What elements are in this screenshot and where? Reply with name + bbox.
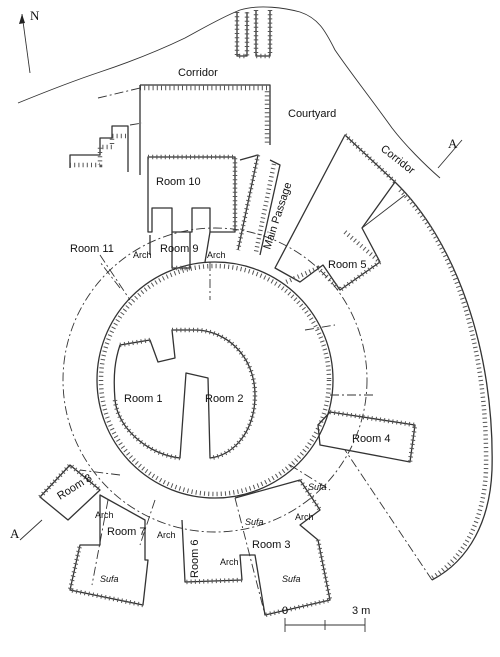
north-passage-wall-right xyxy=(255,10,271,57)
hatch xyxy=(398,188,489,580)
scale-end-label: 3 m xyxy=(352,605,370,617)
main-passage-wall-right xyxy=(259,159,281,256)
section-line-left xyxy=(19,519,43,541)
corridor-wall-top xyxy=(140,84,271,145)
label-room3: Room 3 xyxy=(252,539,291,551)
label-room1: Room 1 xyxy=(124,393,163,405)
label-arch-southeast: Arch xyxy=(295,512,314,522)
outer-corridor-wall xyxy=(394,181,493,581)
dash xyxy=(91,499,109,586)
room8-walls xyxy=(39,464,101,521)
north-arrow: N xyxy=(19,8,40,74)
stepped-wall xyxy=(69,125,129,172)
main-hall-outer-wall xyxy=(96,261,334,499)
main-passage-wall-left xyxy=(237,154,259,251)
label-arch-room9-left: Arch xyxy=(133,250,152,260)
label-room6: Room 6 xyxy=(189,539,201,578)
dash xyxy=(344,449,433,581)
label-sufa-south: Sufa xyxy=(245,517,264,527)
hatch xyxy=(253,10,273,59)
label-room9: Room 9 xyxy=(160,243,199,255)
hatch xyxy=(67,544,144,608)
hatch xyxy=(264,478,333,618)
dash xyxy=(234,497,266,616)
terrain-outline xyxy=(17,6,441,179)
hatch xyxy=(112,399,181,461)
label-courtyard: Courtyard xyxy=(288,108,336,120)
room10-walls xyxy=(147,156,236,233)
north-label: N xyxy=(30,8,40,23)
dash xyxy=(99,254,131,301)
north-arrow-line xyxy=(21,13,31,74)
room4-walls xyxy=(317,411,416,463)
hatch xyxy=(234,12,250,59)
label-sufa-east: Sufa xyxy=(308,482,327,492)
scale-bar: 0 3 m xyxy=(282,605,370,632)
label-corridor-top: Corridor xyxy=(178,67,218,79)
radial-ticks xyxy=(79,261,375,546)
label-room4: Room 4 xyxy=(352,433,391,445)
north-arrow-head xyxy=(19,14,25,24)
dash xyxy=(129,122,143,126)
label-room5: Room 5 xyxy=(328,259,367,271)
label-arch-room9-right: Arch xyxy=(207,250,226,260)
hatch xyxy=(98,263,332,497)
scale-start-label: 0 xyxy=(282,605,288,617)
label-room2: Room 2 xyxy=(205,393,244,405)
label-room10: Room 10 xyxy=(156,176,201,188)
hatch xyxy=(140,85,270,145)
outer-ring-dashed xyxy=(62,227,368,533)
hatch xyxy=(70,133,128,168)
dash xyxy=(97,87,141,99)
label-room7: Room 7 xyxy=(107,526,146,538)
section-line-right xyxy=(437,139,463,169)
label-arch-room7: Arch xyxy=(95,510,114,520)
label-room11: Room 11 xyxy=(70,243,114,255)
thin xyxy=(361,194,406,229)
label-room8: Room 8 xyxy=(55,472,94,503)
label-sufa-southeast: Sufa xyxy=(282,574,301,584)
hatch xyxy=(343,133,397,184)
room5-walls xyxy=(274,134,396,291)
label-sufa-southwest: Sufa xyxy=(100,574,119,584)
section-label-left: A xyxy=(10,526,20,541)
label-arch-south-left: Arch xyxy=(157,530,176,540)
label-arch-south-bottom: Arch xyxy=(220,557,239,567)
hatch xyxy=(119,327,258,461)
section-label-right: A xyxy=(448,136,458,151)
